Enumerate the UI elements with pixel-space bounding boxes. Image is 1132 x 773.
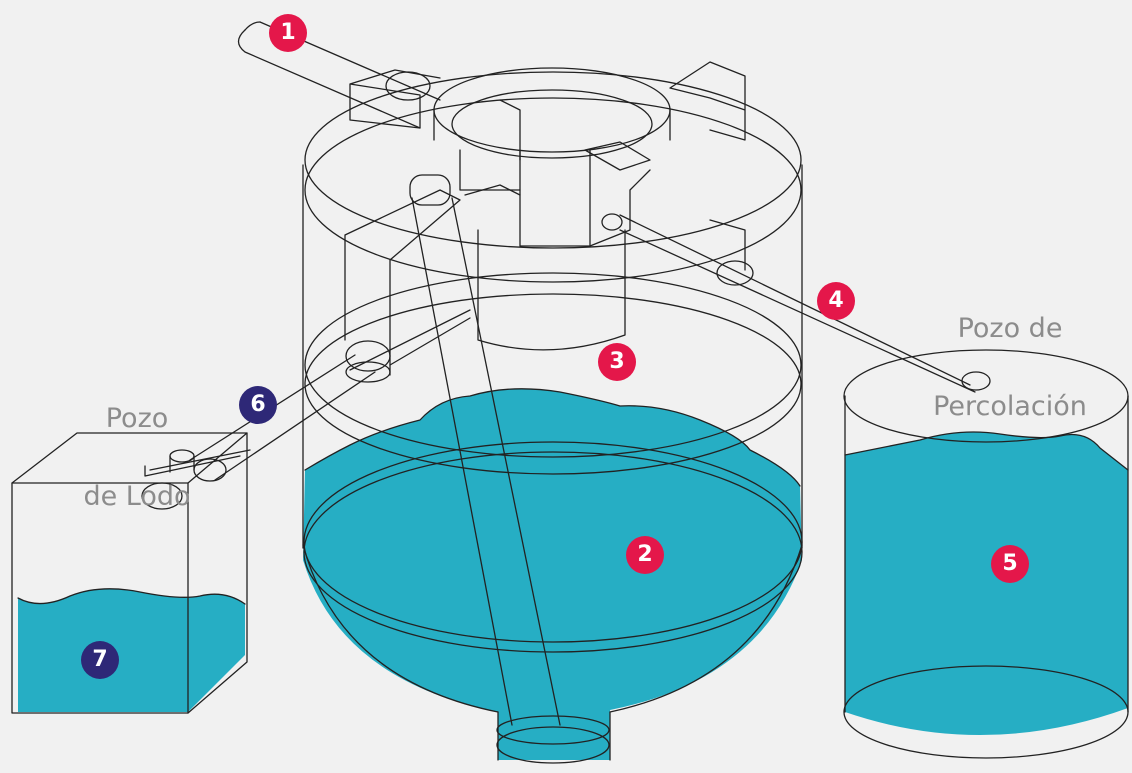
sludge-box-front	[11, 482, 189, 714]
marker-1: 1	[269, 14, 307, 52]
outlet-pipe	[601, 213, 991, 393]
sludge-well-label: Pozo de Lodo	[62, 354, 212, 562]
marker-4: 4	[817, 282, 855, 320]
marker-3: 3	[598, 343, 636, 381]
sludge-pipe-end	[141, 482, 183, 510]
marker-5: 5	[991, 545, 1029, 583]
sludge-well	[11, 432, 251, 714]
percolation-well-label: Pozo de Percolación	[920, 264, 1100, 472]
marker-7: 7	[81, 641, 119, 679]
percolation-label-line2: Percolación	[933, 391, 1087, 422]
percolation-well	[843, 349, 1129, 759]
sludge-label-line2: de Lodo	[83, 481, 191, 512]
percolation-water	[845, 432, 1128, 736]
percolation-label-line1: Pozo de	[957, 313, 1063, 344]
main-tank	[302, 61, 803, 764]
marker-6: 6	[239, 386, 277, 424]
sludge-label-line1: Pozo	[105, 403, 169, 434]
tank-water	[303, 388, 802, 760]
inlet-pipe	[237, 21, 441, 129]
marker-2: 2	[626, 536, 664, 574]
